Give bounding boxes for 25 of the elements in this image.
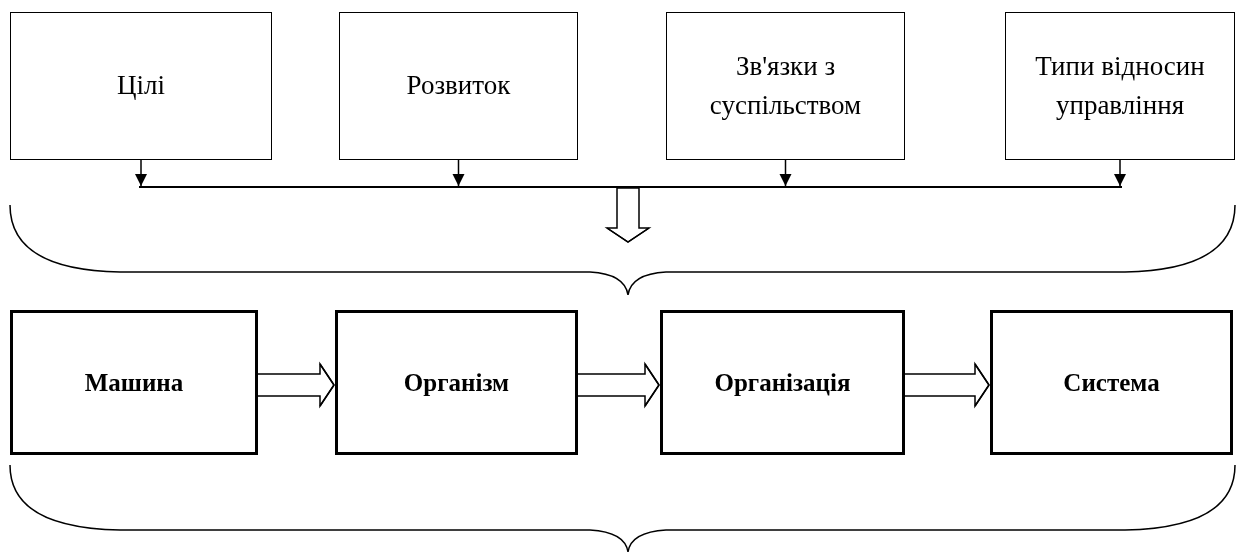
process-box bbox=[339, 12, 578, 160]
block-arrow bbox=[256, 361, 335, 409]
process-box bbox=[10, 310, 258, 455]
block-arrow bbox=[604, 187, 652, 243]
box-label: Система bbox=[1062, 368, 1161, 397]
box-label: Цілі bbox=[116, 69, 166, 103]
process-box bbox=[666, 12, 905, 160]
process-box bbox=[660, 310, 905, 455]
process-box bbox=[1005, 12, 1235, 160]
bus-line bbox=[139, 186, 1122, 188]
process-box bbox=[990, 310, 1233, 455]
box-label: Організація bbox=[713, 368, 852, 397]
box-label: Машина bbox=[83, 368, 185, 397]
arrow bbox=[779, 159, 792, 187]
process-box bbox=[10, 12, 272, 160]
arrow bbox=[135, 159, 147, 187]
box-label: Типи відносин управління bbox=[1034, 49, 1206, 122]
block-arrow bbox=[576, 361, 660, 409]
arrow bbox=[452, 159, 465, 187]
block-arrow bbox=[903, 361, 990, 409]
box-label: Організм bbox=[402, 368, 511, 397]
arrow bbox=[1114, 159, 1126, 187]
process-box bbox=[335, 310, 578, 455]
box-label: Зв'язки з суспільством bbox=[708, 49, 863, 122]
box-label: Розвиток bbox=[405, 69, 512, 103]
